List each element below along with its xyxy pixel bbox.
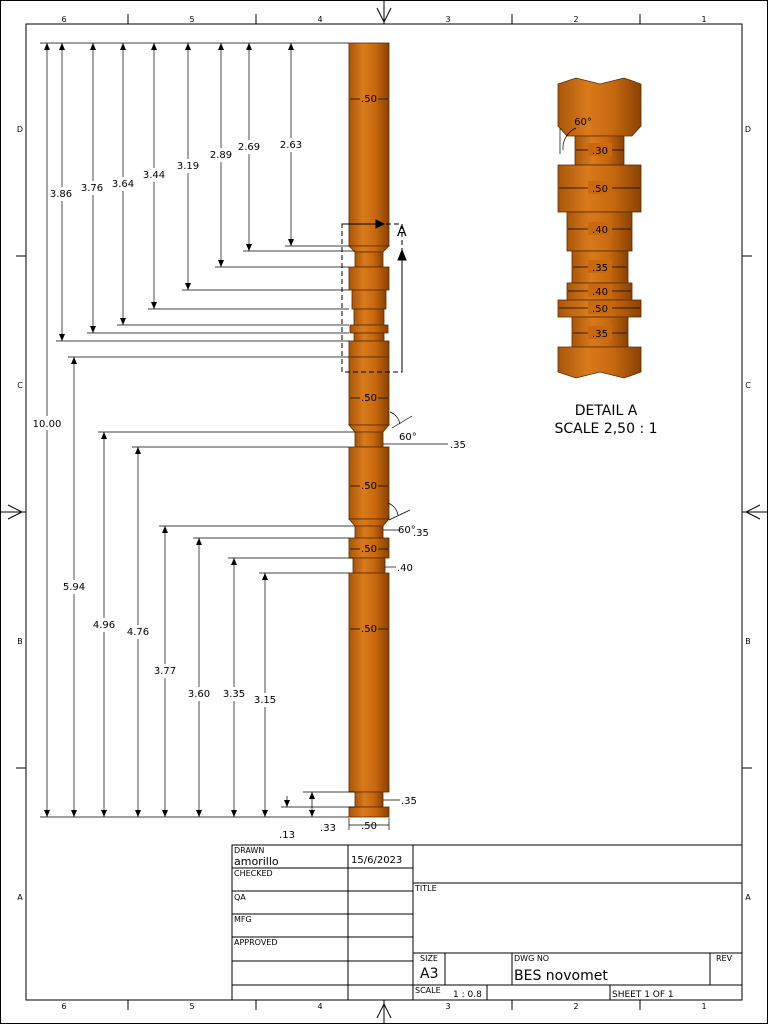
diameter-label: .50 [361, 94, 377, 105]
dim-label: 3.86 [50, 189, 72, 200]
detail-diameter-label: .50 [592, 304, 608, 315]
dim-label: .40 [397, 563, 413, 574]
scale-value: 1 : 0.8 [453, 990, 482, 1000]
scale-label: SCALE [415, 986, 441, 995]
dim-label: 3.60 [188, 689, 210, 700]
dwg-no-label: DWG NO [514, 954, 549, 963]
dim-label: 3.44 [143, 170, 165, 181]
size-label: SIZE [420, 954, 438, 963]
dwg-no-value: BES novomet [514, 968, 608, 984]
left-dimension-texts: 10.00 3.86 3.76 3.64 3.44 3.19 2.89 2.69… [33, 138, 336, 841]
detail-scale: SCALE 2,50 : 1 [554, 421, 657, 437]
checked-label: CHECKED [234, 869, 273, 878]
section-letter: A [397, 224, 407, 240]
drawn-by-value: amorillo [234, 855, 279, 868]
right-dimension-texts: .35 .35 .40 .35 60° 60° [397, 432, 466, 807]
zone-col-top: 2 [573, 15, 578, 24]
detail-diameter-label: .40 [592, 225, 608, 236]
zone-col-top: 5 [189, 15, 194, 24]
zone-row-left: B [17, 637, 23, 646]
section-view-indicator [341, 219, 407, 373]
left-dimension-arrows [44, 43, 315, 817]
drawn-label: DRAWN [234, 846, 264, 855]
zone-row-right: A [745, 893, 751, 902]
date-value: 15/6/2023 [351, 855, 402, 866]
dim-label: 4.76 [127, 627, 149, 638]
zone-row-left: C [17, 381, 23, 390]
detail-diameter-label: .30 [592, 146, 608, 157]
zone-col-bottom: 1 [701, 1002, 706, 1011]
detail-angle-label: 60° [574, 117, 592, 128]
diameter-label: .50 [361, 481, 377, 492]
diameter-label: .50 [361, 544, 377, 555]
dim-overall-length: 10.00 [33, 419, 62, 430]
dim-label: 3.77 [154, 666, 176, 677]
sheet-value: SHEET 1 OF 1 [612, 990, 674, 1000]
title-block-text: DRAWN amorillo 15/6/2023 CHECKED QA MFG … [234, 846, 733, 1000]
left-dimension-lines [40, 42, 355, 818]
dim-label: 2.63 [280, 140, 302, 151]
zone-row-left: D [17, 125, 23, 134]
diameter-label: .50 [361, 393, 377, 404]
dim-label: 3.64 [112, 179, 134, 190]
title-label: TITLE [414, 884, 437, 893]
zone-col-top: 1 [701, 15, 706, 24]
dim-label: .35 [413, 528, 429, 539]
zone-row-right: B [745, 637, 751, 646]
zone-row-right: D [745, 125, 751, 134]
zone-row-right: C [745, 381, 751, 390]
angle-label: 60° [399, 432, 417, 443]
zone-col-bottom: 2 [573, 1002, 578, 1011]
bottom-width-label: .50 [361, 821, 377, 832]
angle-label: 60° [398, 525, 416, 536]
detail-diameter-label: .50 [592, 184, 608, 195]
detail-diameter-label: .35 [592, 329, 608, 340]
dim-label: 2.89 [210, 150, 232, 161]
zone-row-left: A [17, 893, 23, 902]
dim-label: .33 [320, 823, 336, 834]
detail-a-labels: .30 .50 .40 .35 .40 .50 .35 60° [574, 117, 612, 340]
dim-label: 3.15 [254, 695, 276, 706]
dim-label: .35 [450, 440, 466, 451]
dim-label: 5.94 [63, 582, 85, 593]
shaft-part [348, 42, 390, 818]
dim-label: .35 [401, 796, 417, 807]
detail-diameter-label: .40 [592, 287, 608, 298]
dim-label: 2.69 [238, 142, 260, 153]
zone-col-top: 6 [61, 15, 66, 24]
zone-col-bottom: 4 [317, 1002, 322, 1011]
mfg-label: MFG [234, 915, 252, 924]
qa-label: QA [234, 893, 246, 902]
zone-col-bottom: 3 [445, 1002, 450, 1011]
diameter-label: .50 [361, 624, 377, 635]
size-value: A3 [420, 966, 438, 982]
detail-title: DETAIL A [575, 403, 638, 419]
zone-col-top: 4 [317, 15, 322, 24]
rod-diameter-labels: .50 .50 .50 .50 .50 [350, 94, 388, 635]
dim-label: 3.76 [81, 183, 103, 194]
zone-col-top: 3 [445, 15, 450, 24]
dim-label: 3.19 [177, 161, 199, 172]
dim-label: .13 [279, 830, 295, 841]
detail-diameter-label: .35 [592, 263, 608, 274]
right-dimension-lines [383, 411, 448, 801]
title-block [231, 844, 743, 1001]
bottom-width-dimension [348, 818, 390, 830]
dim-label: 3.35 [223, 689, 245, 700]
rev-label: REV [716, 954, 733, 963]
zone-labels: 6 5 4 3 2 1 6 5 4 3 2 1 D C B A D C B A [17, 15, 751, 1011]
dim-label: 4.96 [93, 620, 115, 631]
zone-col-bottom: 6 [61, 1002, 66, 1011]
zone-col-bottom: 5 [189, 1002, 194, 1011]
approved-label: APPROVED [234, 938, 278, 947]
